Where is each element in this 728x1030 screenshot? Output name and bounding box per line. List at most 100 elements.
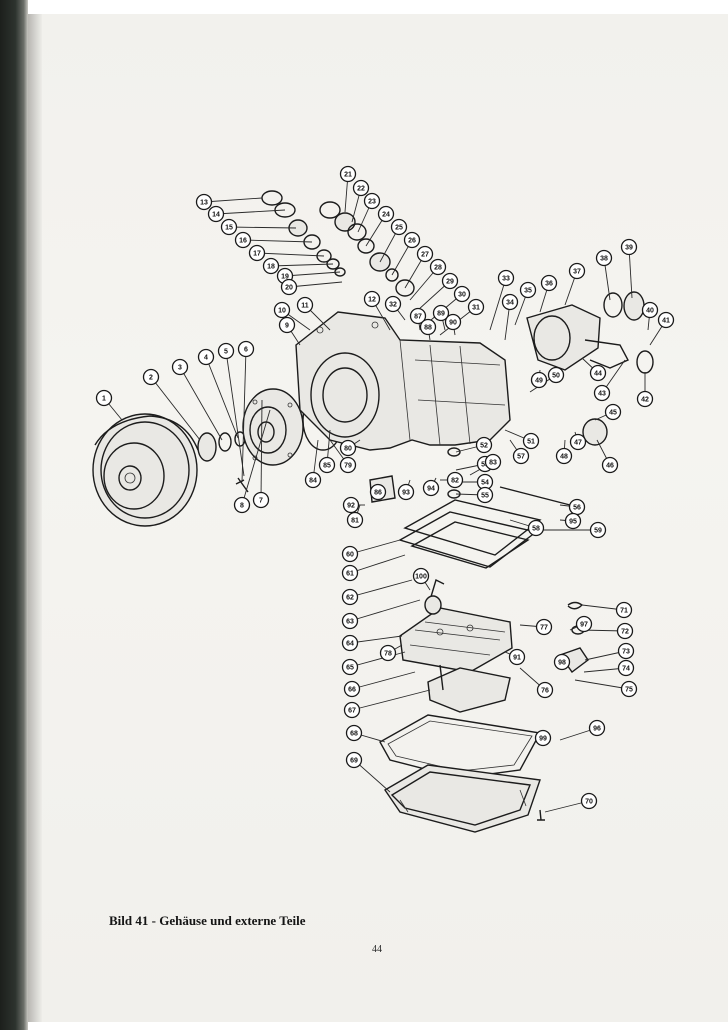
o-ring xyxy=(218,432,232,452)
callout-number: 87 xyxy=(414,314,422,321)
part-callout: 72 xyxy=(616,622,634,640)
callout-number: 3 xyxy=(178,365,182,372)
part-callout: 63 xyxy=(341,612,359,630)
callout-number: 14 xyxy=(212,212,220,219)
callout-number: 98 xyxy=(558,660,566,667)
part-callout: 87 xyxy=(409,307,427,325)
callout-number: 29 xyxy=(446,279,454,286)
part-callout: 75 xyxy=(620,680,638,698)
callout-number: 84 xyxy=(309,478,317,485)
leader-line xyxy=(242,239,313,243)
part-callout: 77 xyxy=(535,618,553,636)
callout-number: 72 xyxy=(621,629,629,636)
part-callout: 91 xyxy=(508,648,526,666)
part-callout: 48 xyxy=(555,447,573,465)
oil-pump xyxy=(242,388,304,466)
part-callout: 70 xyxy=(580,792,598,810)
callout-number: 17 xyxy=(253,251,261,258)
scan-margin xyxy=(0,0,728,14)
part-callout: 94 xyxy=(422,479,440,497)
callout-number: 5 xyxy=(224,349,228,356)
modulator xyxy=(424,595,442,615)
spring xyxy=(567,601,584,610)
callout-number: 32 xyxy=(389,302,397,309)
part-callout: 8 xyxy=(233,496,251,514)
callout-number: 75 xyxy=(625,687,633,694)
callout-number: 55 xyxy=(481,493,489,500)
callout-number: 86 xyxy=(374,490,382,497)
callout-number: 2 xyxy=(149,375,153,382)
leader-line xyxy=(203,197,263,203)
valve-body xyxy=(399,607,513,673)
callout-number: 27 xyxy=(421,252,429,259)
leader-line xyxy=(205,356,239,439)
book-binding-shadow xyxy=(0,0,28,1030)
callout-number: 1 xyxy=(102,396,106,403)
part-callout: 89 xyxy=(432,304,450,322)
leader-line xyxy=(256,252,325,257)
leader-line xyxy=(628,246,633,299)
oil-pan xyxy=(383,764,541,833)
part-callout: 58 xyxy=(527,519,545,537)
callout-number: 50 xyxy=(552,373,560,380)
callout-number: 8 xyxy=(240,503,244,510)
part-callout: 56 xyxy=(568,498,586,516)
leader-line xyxy=(179,366,223,441)
callout-number: 24 xyxy=(382,212,390,219)
part-callout: 11 xyxy=(296,296,314,314)
part-callout: 5 xyxy=(217,342,235,360)
part-callout: 41 xyxy=(657,311,675,329)
callout-number: 89 xyxy=(437,311,445,318)
part-callout: 52 xyxy=(475,436,493,454)
part-callout: 37 xyxy=(568,262,586,280)
part-callout: 71 xyxy=(615,601,633,619)
part-callout: 51 xyxy=(522,432,540,450)
callout-number: 67 xyxy=(348,708,356,715)
callout-number: 93 xyxy=(402,490,410,497)
callout-number: 15 xyxy=(225,225,233,232)
part-callout: 69 xyxy=(345,751,363,769)
leader-line xyxy=(489,277,507,331)
callout-number: 12 xyxy=(368,297,376,304)
part-callout: 42 xyxy=(636,390,654,408)
leader-line xyxy=(270,263,334,267)
callout-number: 21 xyxy=(344,172,352,179)
figure-caption: Bild 41 - Gehäuse und externe Teile xyxy=(109,913,306,928)
leader-line xyxy=(241,348,247,483)
callout-number: 57 xyxy=(517,454,525,461)
part-callout: 99 xyxy=(534,729,552,747)
part-callout: 49 xyxy=(530,371,548,389)
part-callout: 7 xyxy=(252,491,270,509)
callout-number: 81 xyxy=(351,518,359,525)
leader-line xyxy=(284,271,341,277)
callout-number: 30 xyxy=(458,292,466,299)
callout-number: 63 xyxy=(346,619,354,626)
part-callout: 32 xyxy=(384,295,402,313)
callout-number: 31 xyxy=(472,305,480,312)
part-callout: 46 xyxy=(601,456,619,474)
pump-seal xyxy=(197,432,217,462)
callout-number: 39 xyxy=(625,245,633,252)
part-callout: 57 xyxy=(512,447,530,465)
leader-line xyxy=(150,376,201,441)
plug xyxy=(636,350,654,374)
part-callout: 27 xyxy=(416,245,434,263)
callout-number: 80 xyxy=(344,446,352,453)
part-callout: 33 xyxy=(497,269,515,287)
rear-seal xyxy=(603,292,623,318)
callout-number: 40 xyxy=(646,308,654,315)
callout-number: 37 xyxy=(573,269,581,276)
leader-line xyxy=(225,350,245,477)
part-callout: 55 xyxy=(476,486,494,504)
callout-number: 54 xyxy=(481,480,489,487)
part-callout: 68 xyxy=(345,724,363,742)
part-callout: 65 xyxy=(341,658,359,676)
part-callout: 15 xyxy=(220,218,238,236)
part-callout: 67 xyxy=(343,701,361,719)
part-callout: 36 xyxy=(540,274,558,292)
callout-number: 20 xyxy=(285,285,293,292)
callout-number: 58 xyxy=(532,526,540,533)
diagram-parts xyxy=(92,190,654,833)
